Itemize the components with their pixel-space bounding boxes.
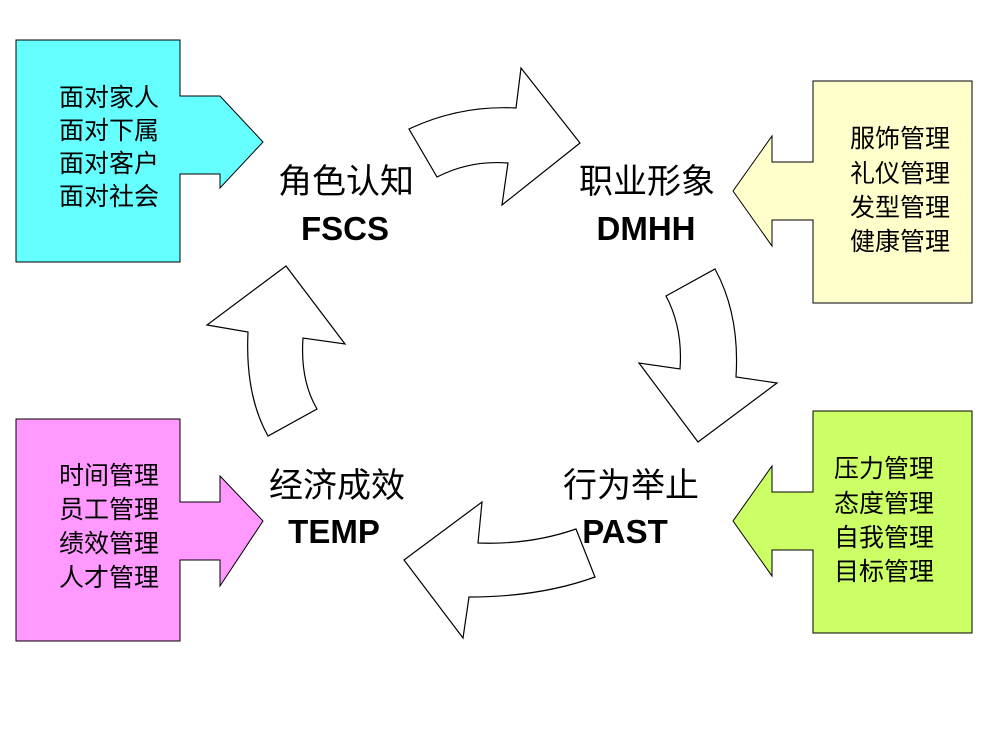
node-image-en: DMHH [597,210,696,247]
box-behavior-item: 压力管理 [834,454,934,483]
node-behavior-en: PAST [582,513,668,550]
box-economic-item: 员工管理 [59,495,159,524]
box-behavior-shape [732,410,973,634]
box-behavior-item: 自我管理 [834,523,934,552]
box-role: 面对家人 面对下属 面对客户 面对社会 [15,39,264,263]
node-role-en: FSCS [301,210,389,247]
box-behavior-item: 态度管理 [834,489,934,518]
node-image-cn: 职业形象 [579,162,715,202]
cycle-arrow-up [205,265,347,437]
box-image-item: 礼仪管理 [850,159,950,188]
box-role-item: 面对家人 [59,83,159,112]
cycle-arrow-down [637,268,779,443]
node-behavior: 行为举止 PAST [563,466,699,550]
box-image-item: 健康管理 [850,227,950,256]
box-role-shape [15,39,264,263]
box-economic-item: 时间管理 [59,461,159,490]
box-behavior-item: 目标管理 [834,557,934,586]
node-role: 角色认知 FSCS [278,162,414,247]
box-image: 服饰管理 礼仪管理 发型管理 健康管理 [732,80,973,304]
box-economic-shape [15,418,264,642]
box-economic: 时间管理 员工管理 绩效管理 人才管理 [15,418,264,642]
box-image-item: 发型管理 [850,193,950,222]
box-economic-item: 绩效管理 [59,529,159,558]
box-economic-item: 人才管理 [59,563,159,592]
node-image: 职业形象 DMHH [579,162,715,247]
box-role-item: 面对社会 [59,182,159,211]
cycle-arrow-left [403,500,596,640]
node-role-cn: 角色认知 [278,162,414,202]
box-role-item: 面对客户 [59,149,159,178]
node-economic: 经济成效 TEMP [269,466,405,550]
cycle-arrow-right [408,66,581,207]
box-behavior: 压力管理 态度管理 自我管理 目标管理 [732,410,973,634]
box-role-item: 面对下属 [59,116,159,145]
box-image-shape [732,80,973,304]
box-image-item: 服饰管理 [850,124,950,153]
node-behavior-cn: 行为举止 [563,466,699,506]
node-economic-cn: 经济成效 [269,466,405,506]
node-economic-en: TEMP [288,513,380,550]
